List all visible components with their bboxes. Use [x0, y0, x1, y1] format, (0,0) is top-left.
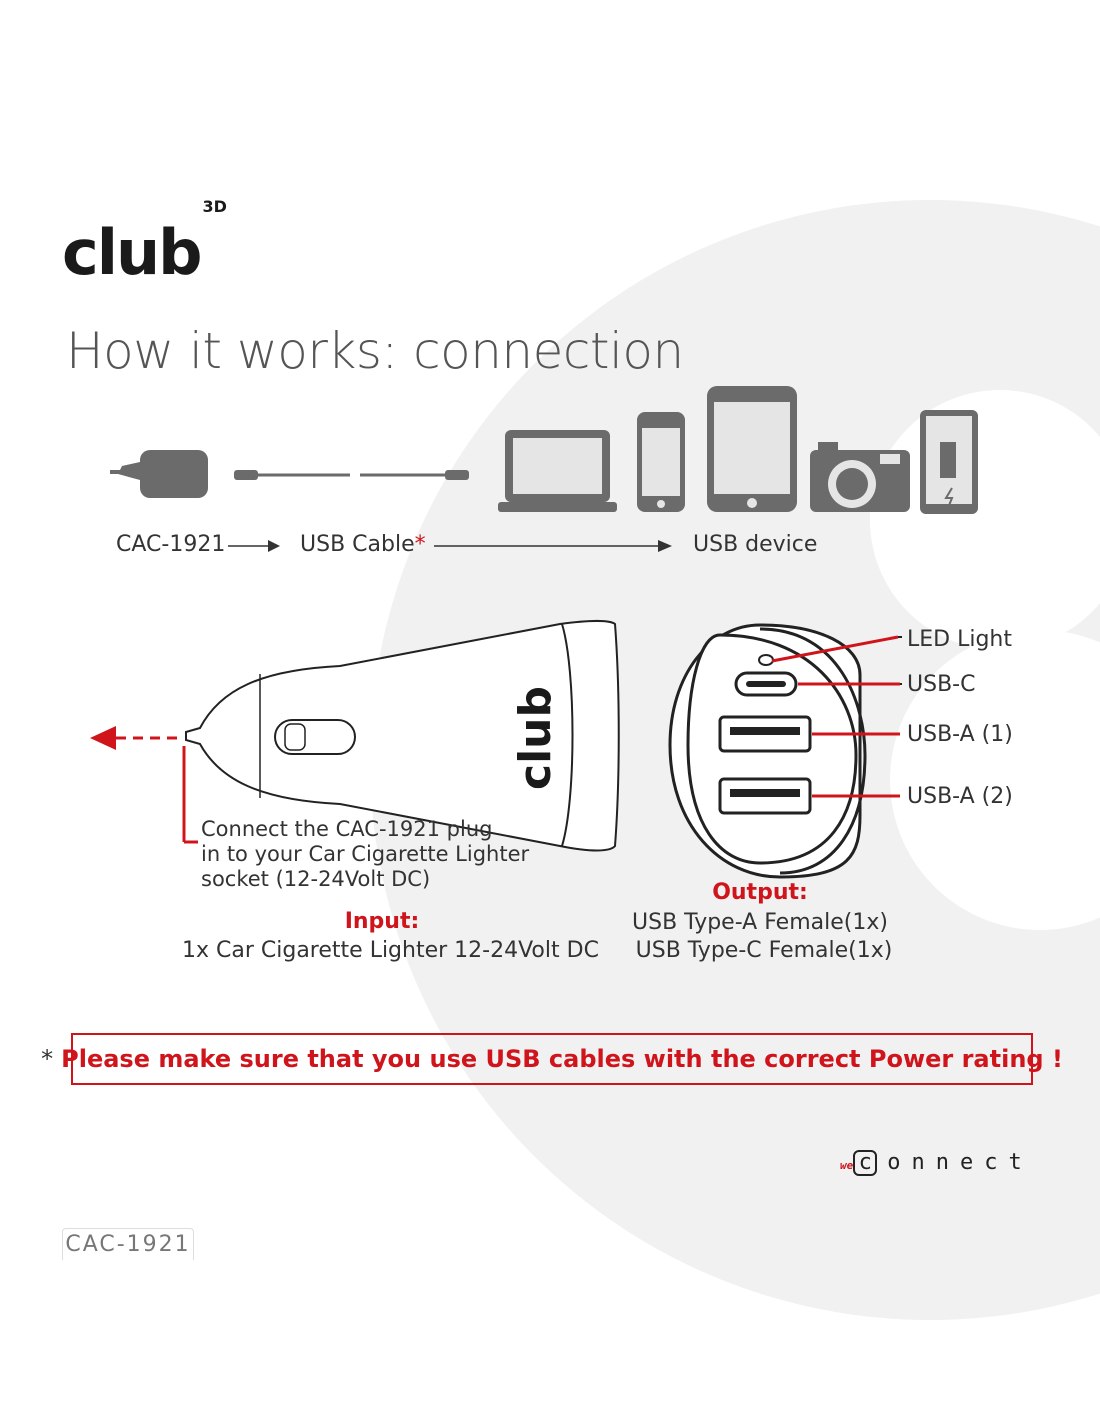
led-light-icon	[758, 654, 774, 666]
instruction-text: Connect the CAC-1921 plug in to your Car…	[201, 817, 530, 891]
camera-icon	[810, 442, 910, 512]
page-title: How it works: connection	[66, 322, 684, 380]
label-led-light: LED Light	[907, 627, 1012, 652]
input-line-1: 1x Car Cigarette Lighter 12-24Volt DC	[182, 938, 599, 963]
output-line-2: USB Type-C Female(1x)	[635, 938, 893, 963]
usb-cable-icon	[234, 470, 469, 480]
power-rating-warning: *Please make sure that you use USB cable…	[41, 1033, 1063, 1085]
car-charger-icon	[110, 450, 208, 498]
smartphone-icon	[637, 412, 685, 512]
label-usb-a1: USB-A (1)	[907, 722, 1013, 747]
label-usb-c: USB-C	[907, 672, 976, 697]
flow-arrow-2	[434, 540, 672, 552]
charger-front-view	[668, 623, 902, 879]
flow-step-charger: CAC-1921	[116, 532, 226, 557]
flow-step-cable: USB Cable*	[300, 532, 426, 557]
club3d-logo: club3D	[62, 197, 227, 289]
flow-arrow-1	[228, 540, 280, 552]
output-heading: Output:	[712, 880, 808, 905]
charger-logo: club	[510, 686, 561, 790]
devices-row	[110, 386, 978, 514]
flow-step-device: USB device	[693, 532, 818, 557]
laptop-icon	[498, 430, 617, 512]
label-usb-a2: USB-A (2)	[907, 784, 1013, 809]
power-bank-icon	[920, 410, 978, 514]
tablet-icon	[707, 386, 797, 512]
output-line-1: USB Type-A Female(1x)	[632, 910, 888, 935]
model-number-tab: CAC-1921	[62, 1228, 194, 1260]
input-heading: Input:	[344, 909, 420, 934]
charger-side-view: club	[90, 620, 620, 852]
